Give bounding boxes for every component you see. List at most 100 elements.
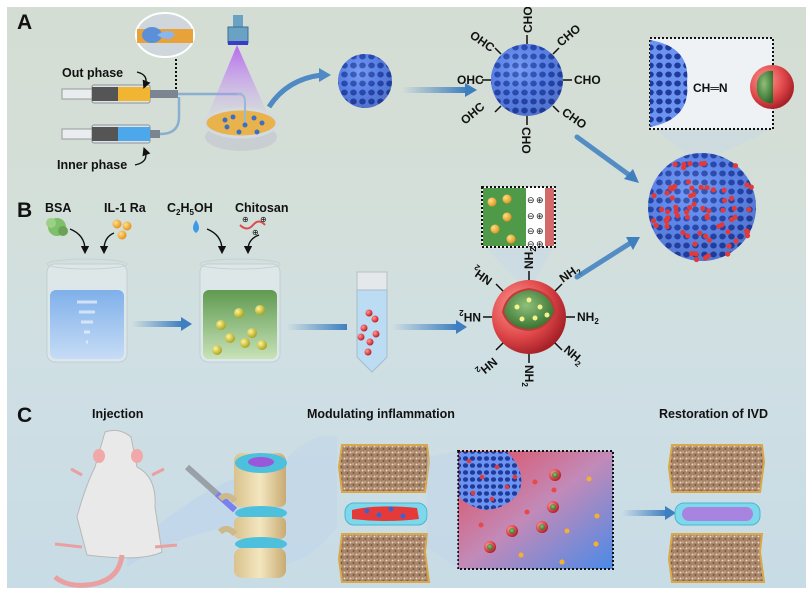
nh2-bottom: NH2 — [520, 365, 536, 387]
imine-bond-label: CH═N — [693, 81, 728, 95]
arrow-b4 — [574, 239, 635, 280]
nh2-bottom-right: NH2 — [560, 343, 587, 370]
conjugated-nanoparticle-dot — [704, 185, 710, 191]
conjugated-nanoparticle-dot — [745, 229, 751, 235]
conjugated-nanoparticle-dot — [691, 201, 697, 207]
conjugated-nanoparticle-dot — [673, 204, 679, 210]
conjugated-nanoparticle-dot — [716, 223, 722, 229]
conjugated-nanoparticle-dot — [726, 243, 732, 249]
arrow-a1-head — [465, 83, 477, 97]
syringe-inner-phase — [61, 97, 181, 144]
centrifuge-tube — [356, 271, 388, 373]
conjugated-nanoparticle-dot — [733, 238, 739, 244]
conjugated-nanoparticle-dot — [722, 197, 728, 204]
composite-microsphere — [648, 153, 756, 263]
conjugated-nanoparticle-dot — [687, 160, 693, 167]
arrow-a2 — [574, 134, 635, 180]
conjugated-nanoparticle-dot — [684, 209, 690, 215]
released-nanoparticles — [478, 469, 561, 553]
cho-bottom-left: OHC — [458, 99, 488, 127]
conjugated-nanoparticle-dot — [651, 193, 657, 199]
conjugated-nanoparticle-dot — [659, 206, 665, 212]
conjugated-nanoparticle-dot — [687, 204, 693, 211]
il1ra-icon — [112, 219, 132, 240]
chitosan-charge-3: ⊕ — [252, 228, 259, 237]
chitosan-charge-1: ⊕ — [242, 215, 249, 224]
reagent-il1ra: IL-1 Ra — [104, 201, 147, 215]
conjugated-nanoparticle-dot — [698, 184, 704, 190]
conjugated-nanoparticle-dot — [664, 223, 670, 230]
pos-charge-2: ⊕ — [536, 211, 544, 221]
conjugated-nanoparticle-dot — [692, 241, 698, 247]
uv-lamp — [207, 15, 269, 117]
arrow-a1 — [402, 87, 467, 93]
inner-phase-label: Inner phase — [57, 158, 127, 172]
conjugated-nanoparticle-dot — [721, 187, 727, 193]
conjugated-nanoparticle-dot — [653, 222, 659, 229]
ethanol-drop-icon — [193, 220, 199, 233]
nh2-top-left: NH2 — [468, 262, 495, 288]
arrow-c1 — [622, 510, 667, 516]
conjugated-nanoparticle-dot — [729, 195, 735, 201]
inner-phase-pointer — [134, 147, 151, 166]
pos-charge-3: ⊕ — [536, 226, 544, 236]
conjugated-nanoparticle-dot — [731, 205, 738, 211]
conjugated-nanoparticle-dot — [665, 209, 671, 215]
section-label-c: C — [17, 404, 32, 427]
caption-injection: Injection — [92, 407, 143, 421]
conjugated-nanoparticle-dot — [693, 256, 700, 263]
reagent-chitosan: Chitosan — [235, 201, 288, 215]
cho-bottom: CHO — [519, 127, 533, 154]
conjugated-nanoparticle-dot — [725, 229, 731, 235]
pos-charge-1: ⊕ — [536, 195, 544, 205]
section-c: C Injection Modulating inflammation Rest… — [17, 404, 768, 588]
section-label-b: B — [17, 199, 32, 222]
cho-top-right: CHO — [554, 21, 583, 49]
section-a: A Out phase Inner phase — [17, 7, 794, 263]
out-phase-pointer — [136, 71, 151, 89]
cho-top-left: OHC — [467, 28, 497, 55]
spine-illustration — [184, 453, 287, 578]
conjugated-nanoparticle-dot — [744, 233, 751, 239]
arrow-b1 — [132, 321, 182, 327]
conjugated-nanoparticle-dot — [729, 217, 735, 223]
nh2-left: NH2 — [459, 308, 481, 324]
cho-top: CHO — [521, 7, 535, 33]
conjugated-nanoparticle-dot — [664, 190, 670, 196]
cho-right: CHO — [574, 73, 601, 87]
caption-restoration-ivd: Restoration of IVD — [659, 407, 768, 421]
amine-nanoparticle: NH2 NH2 NH2 NH2 NH2 NH2 NH2 NH2 — [459, 247, 600, 388]
restored-disc-illustration — [667, 444, 766, 583]
conjugated-nanoparticle-dot — [669, 195, 675, 201]
conjugated-nanoparticle-dot — [706, 208, 712, 214]
droplet-inset — [135, 12, 195, 93]
section-b: B BSA IL-1 Ra C2H5OH Chitosan ⊕ ⊕ ⊕ — [17, 186, 640, 388]
bsa-icon — [46, 218, 68, 236]
conjugated-nanoparticle-dot — [710, 187, 717, 193]
arrow-c1-head — [665, 506, 676, 520]
conjugated-nanoparticle-dot — [681, 161, 687, 167]
arrow-b1-head — [181, 317, 192, 331]
inflammation-inset — [457, 450, 614, 570]
petri-dish — [203, 93, 279, 151]
beaker-protein-solution — [46, 258, 128, 363]
out-phase-label: Out phase — [62, 66, 123, 80]
pos-charge-4: ⊕ — [536, 239, 544, 249]
arrow-b3 — [392, 324, 457, 330]
conjugated-nanoparticle-dot — [650, 218, 657, 224]
conjugated-nanoparticle-dot — [704, 213, 710, 219]
conjugated-nanoparticle-dot — [698, 161, 704, 167]
curved-arrow — [266, 72, 323, 109]
reagent-ethanol: C2H5OH — [167, 201, 213, 217]
conjugated-nanoparticle-dot — [688, 193, 694, 199]
il1ra-release-particles — [518, 476, 600, 565]
reagent-bsa: BSA — [45, 201, 71, 215]
conjugated-nanoparticle-dot — [697, 230, 703, 236]
neg-charge-1: ⊖ — [527, 195, 535, 205]
caption-modulating-inflammation: Modulating inflammation — [307, 407, 455, 421]
conjugated-nanoparticle-dot — [689, 185, 695, 191]
conjugated-nanoparticle-dot — [720, 207, 726, 213]
conjugated-nanoparticle-dot — [748, 184, 754, 190]
conjugated-nanoparticle-dot — [684, 214, 691, 220]
figure-panel: A Out phase Inner phase — [7, 7, 806, 588]
